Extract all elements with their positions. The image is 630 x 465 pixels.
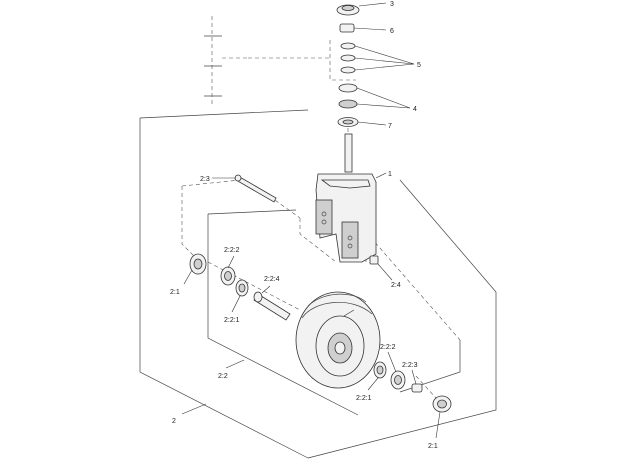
caster-fork-1 [315,133,377,263]
assembly-outline-2 [139,109,497,459]
nut-2-2-3 [411,383,423,393]
callout-2-4: 2:4 [391,282,401,289]
left-hub-hardware [189,253,249,297]
bearing-4a [338,83,358,93]
callout-labels: 3 6 5 4 7 1 2:3 2:4 2:2:2 2:1 2:2:4 2:2:… [170,1,438,450]
callout-2-2-2-right: 2:2:2 [380,344,396,351]
bearing-4b [338,99,358,109]
callout-1: 1 [388,171,392,178]
top-hardware-stack [336,4,360,127]
callout-2: 2 [172,418,176,425]
callout-4: 4 [413,106,417,113]
callout-2-2-4: 2:2:4 [264,276,280,283]
nut-6 [339,23,355,33]
nut-2-4 [369,255,379,265]
callout-2-1-right: 2:1 [428,443,438,450]
callout-2-2: 2:2 [218,373,228,380]
callout-2-2-3: 2:2:3 [402,362,418,369]
leader-lines [181,2,441,439]
washer-5a [340,42,356,50]
spacer-2-2-4 [253,291,291,321]
callout-2-3: 2:3 [200,176,210,183]
callout-3: 3 [390,1,394,8]
callout-2-2-1-left: 2:2:1 [224,317,240,324]
axle-bolt-2-3 [234,174,277,203]
callout-2-2-1-right: 2:2:1 [356,395,372,402]
callout-6: 6 [390,28,394,35]
callout-2-2-2-left: 2:2:2 [224,247,240,254]
reference-marks [204,16,248,104]
callout-5: 5 [417,62,421,69]
right-hub-hardware [373,361,452,413]
washer-5b [340,54,356,62]
callout-2-1-left: 2:1 [170,289,180,296]
wheel-tire [295,291,381,389]
callout-7: 7 [388,123,392,130]
washer-5c [340,66,356,74]
